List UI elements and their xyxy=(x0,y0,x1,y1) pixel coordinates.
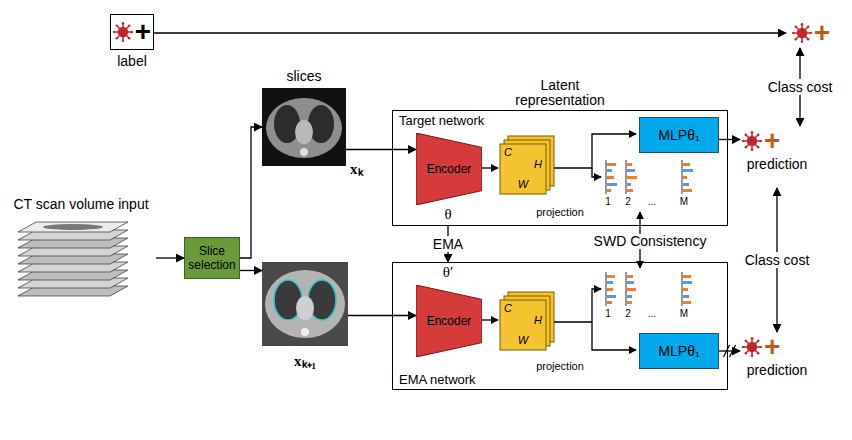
parameter-symbol: θ xyxy=(444,206,451,222)
ct-slice: slicesxₖ xyxy=(262,88,346,166)
caption: prediction xyxy=(740,362,814,378)
icon-row: + xyxy=(740,126,814,156)
dimension-label: C xyxy=(504,302,512,314)
mlp-box: MLPθ₁ xyxy=(639,333,719,369)
index-label: 2 xyxy=(625,308,631,319)
image-label: xₖ₊₁ xyxy=(294,352,316,370)
virus-icon xyxy=(113,22,133,42)
edge-label: Class cost xyxy=(742,252,813,268)
encoder-trapezoid: Encoder xyxy=(416,285,482,357)
prediction-output: +prediction xyxy=(740,126,814,188)
feature-maps xyxy=(500,136,554,194)
projection-histograms xyxy=(606,272,692,306)
group-title: EMA network xyxy=(399,372,476,387)
connector-arrow xyxy=(156,257,184,258)
class-symbol: + xyxy=(764,127,780,155)
group-title: Target network xyxy=(399,113,484,128)
caption: prediction xyxy=(740,156,814,172)
node-label: Encoder xyxy=(427,314,472,328)
section-heading: Latent representation xyxy=(500,78,620,108)
ct-slice-image xyxy=(262,262,348,346)
virus-icon xyxy=(113,22,133,42)
encoder-trapezoid: Encoder xyxy=(416,133,482,205)
dimension-label: H xyxy=(534,314,542,326)
dimension-label: C xyxy=(504,146,512,158)
virus-icon xyxy=(792,23,812,43)
node-label: Slice selection xyxy=(187,244,237,272)
node-label: Encoder xyxy=(427,162,472,176)
class-symbol: + xyxy=(135,18,151,46)
connector-arrow xyxy=(719,139,740,140)
icon-row: + xyxy=(740,332,814,362)
caption: label xyxy=(117,53,147,69)
ct-volume-stack xyxy=(18,222,128,296)
stop-gradient-mark xyxy=(724,345,730,357)
ct-slice-image xyxy=(262,88,346,166)
prediction-output: +prediction xyxy=(740,332,814,394)
node-label: MLPθ₁ xyxy=(658,127,699,143)
connector-arrow xyxy=(154,32,786,33)
virus-icon xyxy=(742,337,762,357)
index-label: ... xyxy=(648,308,656,319)
loss-label: SWD Consistency xyxy=(591,234,710,249)
feature-maps xyxy=(500,292,554,350)
index-label: ... xyxy=(648,196,656,207)
ct-slice: xₖ₊₁ xyxy=(262,262,348,346)
dimension-label: H xyxy=(534,158,542,170)
virus-icon xyxy=(742,131,762,151)
projection-histograms xyxy=(606,160,693,194)
label-box: +label xyxy=(110,14,154,50)
edge-label: Class cost xyxy=(765,79,836,95)
edge-label: EMA xyxy=(430,236,466,252)
icon-row: + xyxy=(111,15,153,49)
virus-icon xyxy=(742,131,762,151)
node-label: MLPθ₁ xyxy=(658,343,699,359)
virus-icon xyxy=(792,23,812,43)
parameter-symbol: θ′ xyxy=(443,264,453,280)
icon-row: + xyxy=(786,18,836,48)
ct-volume: CT scan volume input xyxy=(6,196,156,302)
connector-arrow xyxy=(346,149,416,150)
dimension-label: W xyxy=(518,178,528,190)
index-label: 2 xyxy=(625,196,631,207)
class-symbol: + xyxy=(814,19,830,47)
connector-arrow xyxy=(348,315,416,316)
class-symbol: + xyxy=(764,333,780,361)
image-label: xₖ xyxy=(350,160,363,178)
class-output: + xyxy=(786,18,836,48)
slice-selection-box: Slice selection xyxy=(184,237,240,279)
connector-arrow xyxy=(240,270,262,271)
connector-arrow xyxy=(240,127,262,258)
virus-icon xyxy=(742,337,762,357)
index-label: M xyxy=(680,308,688,319)
caption: projection xyxy=(536,206,584,218)
dimension-label: W xyxy=(518,334,528,346)
caption: projection xyxy=(536,360,584,372)
connector-arrow xyxy=(719,350,740,351)
index-label: 1 xyxy=(605,308,611,319)
index-label: M xyxy=(680,196,688,207)
mlp-box: MLPθ₁ xyxy=(639,117,719,153)
image-label: slices xyxy=(286,68,321,85)
stop-gradient-mark xyxy=(730,345,736,357)
node-label: CT scan volume input xyxy=(6,196,156,212)
index-label: 1 xyxy=(605,196,611,207)
